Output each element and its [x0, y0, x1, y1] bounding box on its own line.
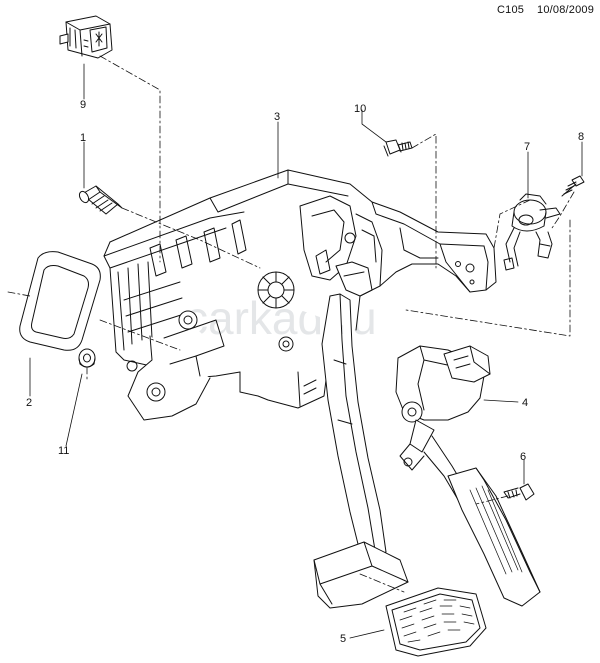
- part-10-bolt: [383, 139, 413, 157]
- part-6-bolt: [503, 483, 535, 501]
- callout-9: 9: [80, 99, 86, 111]
- callout-7: 7: [524, 141, 530, 153]
- callouts: 1 2 3 4 5 6 7 8 9 10 11: [26, 99, 584, 645]
- callout-5: 5: [340, 633, 346, 645]
- part-11-washer: [78, 348, 96, 368]
- part-7-sensor: [503, 193, 561, 271]
- part-3-pedal-bracket: [103, 169, 497, 421]
- part-5-pedal-pad: [385, 587, 487, 657]
- assembly-lines: [7, 55, 575, 593]
- callout-4: 4: [522, 397, 528, 409]
- part-9-connector-clip: [59, 15, 113, 59]
- diagram-code: C105: [497, 4, 525, 16]
- callout-11: 11: [58, 445, 69, 457]
- part-1-switch: [78, 185, 123, 215]
- part-2-gasket: [19, 251, 101, 351]
- callout-3: 3: [274, 111, 280, 123]
- diagram-date: 10/08/2009: [537, 4, 595, 16]
- callout-10: 10: [354, 103, 366, 115]
- callout-8: 8: [578, 131, 584, 143]
- brake-pedal-arm: [313, 293, 409, 609]
- callout-1: 1: [80, 132, 86, 144]
- callout-6: 6: [520, 451, 526, 463]
- part-4-accelerator-module: [395, 345, 541, 607]
- leader-lines: [29, 63, 583, 639]
- callout-2: 2: [26, 397, 32, 409]
- part-8-small-bolt: [561, 175, 585, 197]
